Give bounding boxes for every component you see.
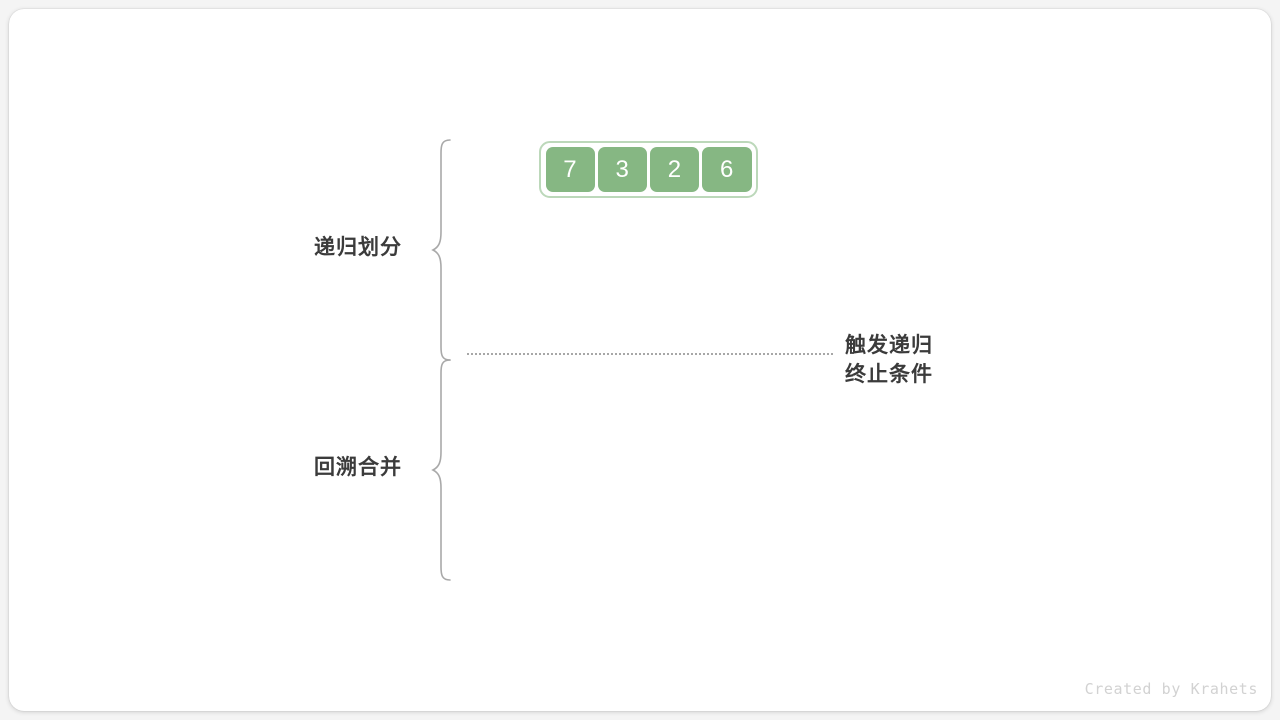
termination-annotation-line1: 触发递归 <box>845 334 933 357</box>
array-cell: 2 <box>650 147 700 192</box>
array-cell: 7 <box>545 147 595 192</box>
curly-brace-merge-icon <box>430 358 454 582</box>
termination-annotation-line2: 终止条件 <box>845 363 933 386</box>
array-cell: 3 <box>597 147 647 192</box>
array-cell: 6 <box>702 147 752 192</box>
credit-text: Created by Krahets <box>1084 680 1258 698</box>
curly-brace-divide-icon <box>430 138 454 362</box>
dotted-divider <box>466 353 835 355</box>
section-label-divide: 递归划分 <box>314 236 402 259</box>
diagram-card <box>9 9 1271 711</box>
termination-annotation: 触发递归 终止条件 <box>845 331 933 389</box>
section-label-merge: 回溯合并 <box>314 456 402 479</box>
array-container: 7 3 2 6 <box>539 141 758 198</box>
